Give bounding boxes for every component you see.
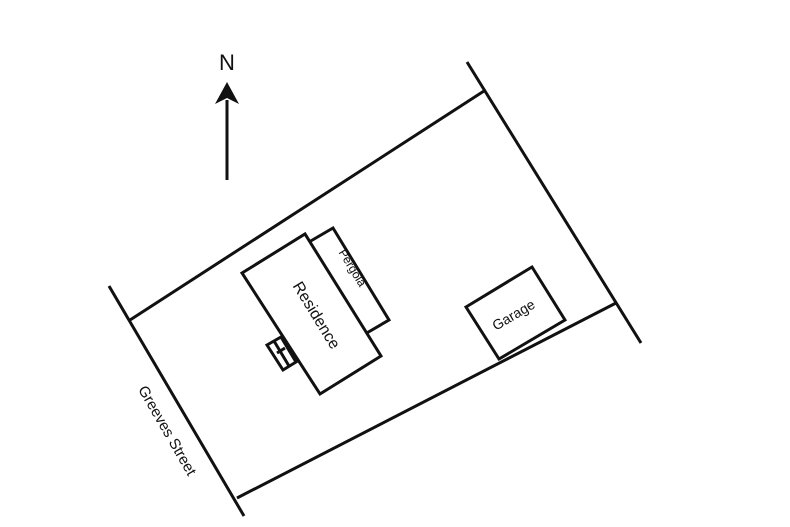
garage-outline (463, 264, 568, 362)
step-line-1 (272, 340, 291, 367)
residence-outline (239, 231, 384, 397)
street-name-label: Greeves Street (134, 383, 200, 480)
north-label: N (219, 50, 235, 75)
boundary-south (236, 301, 617, 500)
step-line-2 (276, 346, 286, 355)
boundary-east (465, 61, 643, 344)
property-boundary (129, 61, 643, 500)
residence-steps (264, 334, 299, 373)
north-arrow: N (215, 50, 239, 180)
north-arrow-head-icon (215, 82, 239, 104)
garage: Garage (463, 264, 568, 362)
boundary-north (129, 89, 485, 322)
residence: Residence (239, 231, 384, 397)
street-frontage-line (107, 285, 246, 517)
